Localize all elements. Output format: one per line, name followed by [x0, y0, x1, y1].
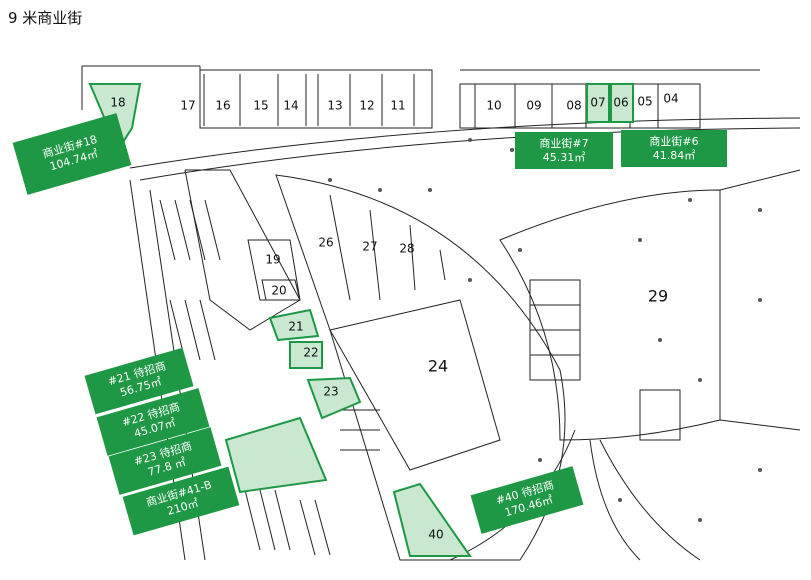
unit-label-07: 07: [590, 96, 605, 110]
unit-label-27: 27: [362, 240, 377, 254]
unit-label-17: 17: [180, 99, 195, 113]
unit-label-26: 26: [318, 236, 333, 250]
parking-lines: [159, 199, 380, 556]
top-arc-wall-2: [139, 127, 801, 181]
unit-label-23: 23: [323, 385, 338, 399]
callout-07-area: 45.31㎡: [542, 150, 586, 164]
unit-label-04: 04: [663, 92, 678, 106]
unit-label-20: 20: [271, 284, 286, 298]
callout-06-area: 41.84㎡: [652, 148, 696, 162]
block-19-20-outline: [247, 239, 301, 301]
unit-24-area: [329, 299, 501, 471]
unit-07-highlight[interactable]: [586, 83, 610, 123]
callout-unit-06[interactable]: 商业街#6 41.84㎡: [621, 130, 727, 167]
unit-label-18: 18: [110, 96, 125, 110]
unit-label-14: 14: [283, 99, 298, 113]
unit-label-11: 11: [390, 99, 405, 113]
central-fan-outline: [275, 174, 566, 561]
unit-label-19: 19: [265, 253, 280, 267]
unit-label-12: 12: [359, 99, 374, 113]
shop-dividers-left: [203, 74, 415, 126]
left-block-outline: [184, 169, 301, 331]
unit-label-16: 16: [215, 99, 230, 113]
unit-label-08: 08: [566, 99, 581, 113]
unit-label-21: 21: [288, 320, 303, 334]
fan-dividers: [329, 194, 446, 301]
right-building-wall: [599, 169, 801, 561]
unit-label-40: 40: [428, 528, 443, 542]
page-title: 9 米商业街: [8, 9, 83, 27]
top-arc-wall: [129, 117, 801, 169]
callout-unit-07[interactable]: 商业街#7 45.31㎡: [515, 132, 613, 169]
unit-23-highlight[interactable]: [306, 376, 362, 420]
unit-41b-highlight[interactable]: [224, 416, 328, 494]
unit-label-15: 15: [253, 99, 268, 113]
unit-label-29: 29: [648, 287, 668, 306]
unit-40-highlight[interactable]: [392, 482, 472, 557]
unit-label-09: 09: [526, 99, 541, 113]
unit-label-05: 05: [637, 95, 652, 109]
area-29-outline: [499, 189, 721, 441]
right-stair-core: [639, 389, 681, 441]
callout-06-name: 商业街#6: [649, 134, 699, 148]
callout-07-name: 商业街#7: [539, 136, 589, 150]
unit-label-24: 24: [428, 357, 448, 376]
unit-label-06: 06: [613, 96, 628, 110]
unit-21-highlight[interactable]: [268, 308, 320, 342]
unit-label-13: 13: [327, 99, 342, 113]
unit-22-highlight[interactable]: [289, 341, 323, 369]
unit-06-highlight[interactable]: [610, 83, 634, 123]
unit-label-22: 22: [303, 346, 318, 360]
top-strip-left-wall: [81, 65, 433, 129]
unit-label-28: 28: [399, 242, 414, 256]
unit-label-10: 10: [486, 99, 501, 113]
stair-blocks: [529, 279, 581, 381]
